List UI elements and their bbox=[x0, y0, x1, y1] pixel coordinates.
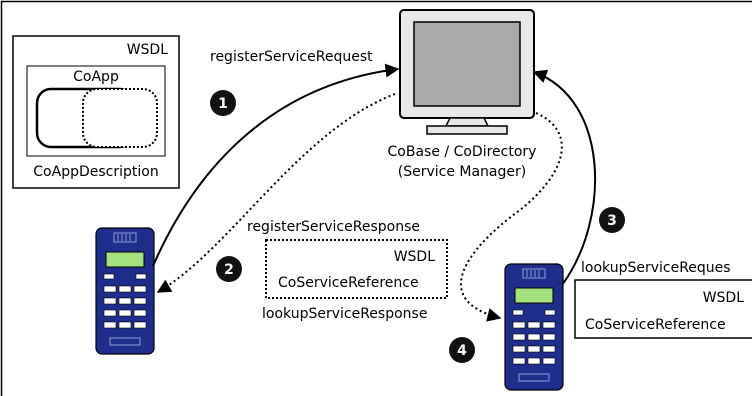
coapp-description-label: CoAppDescription bbox=[33, 164, 158, 180]
server-role: (Service Manager) bbox=[398, 164, 526, 180]
register-response-label: registerServiceResponse bbox=[247, 219, 420, 235]
wsdl-label: WSDL bbox=[127, 42, 169, 58]
step-badge-3: 3 bbox=[599, 207, 625, 233]
register-response-arrow bbox=[156, 93, 396, 293]
response-reference-label: CoServiceReference bbox=[278, 275, 419, 291]
wsdl-coapp-box: WSDL CoApp CoAppDescription bbox=[12, 35, 180, 189]
svg-text:3: 3 bbox=[607, 213, 617, 229]
coapp-description-shape bbox=[82, 88, 158, 148]
monitor-icon bbox=[399, 9, 535, 135]
svg-text:2: 2 bbox=[224, 262, 234, 278]
response-wsdl-label: WSDL bbox=[394, 249, 436, 265]
register-request-label: registerServiceRequest bbox=[210, 49, 373, 65]
mobile-phone-left-icon bbox=[95, 227, 155, 355]
register-response-box: WSDL CoServiceReference bbox=[265, 239, 448, 299]
lookup-response-arrow bbox=[459, 112, 563, 322]
lookup-request-arrow bbox=[532, 69, 596, 286]
step-badge-4: 4 bbox=[449, 337, 475, 363]
svg-text:1: 1 bbox=[218, 96, 228, 112]
step-badge-1: 1 bbox=[210, 90, 236, 116]
step-badge-2: 2 bbox=[216, 256, 242, 282]
lookup-request-box: WSDL CoServiceReference bbox=[574, 279, 752, 339]
register-request-arrow bbox=[152, 63, 400, 267]
server-name: CoBase / CoDirectory bbox=[388, 144, 537, 160]
lookup-request-label: lookupServiceReques bbox=[581, 260, 731, 276]
coapp-label: CoApp bbox=[73, 69, 119, 85]
request-reference-label: CoServiceReference bbox=[585, 317, 726, 333]
svg-text:4: 4 bbox=[457, 343, 467, 359]
lookup-response-label: lookupServiceResponse bbox=[262, 306, 427, 322]
request-wsdl-label: WSDL bbox=[703, 290, 745, 306]
mobile-phone-right-icon bbox=[504, 263, 564, 391]
